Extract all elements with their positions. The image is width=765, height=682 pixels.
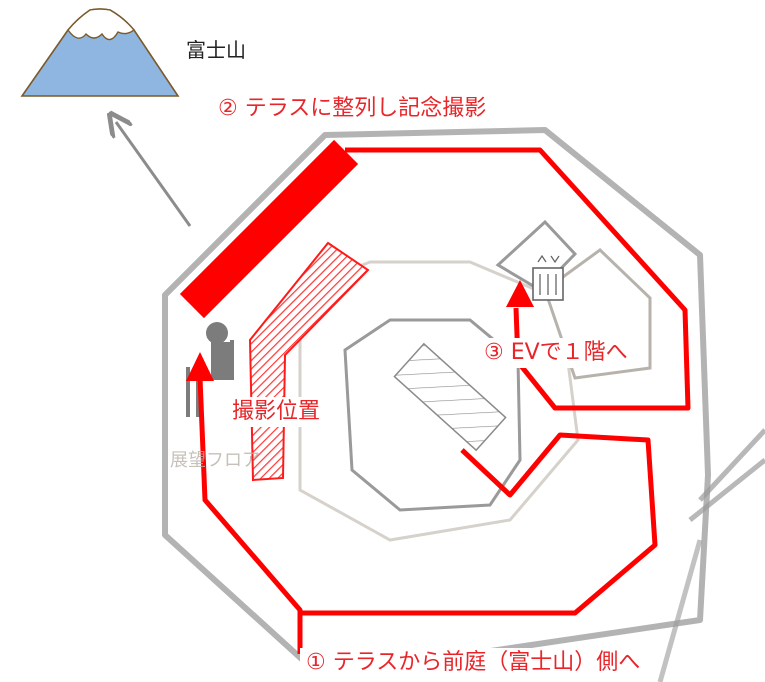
- stairs: [393, 342, 507, 452]
- outer-wall-bottom-right: [657, 539, 703, 682]
- photographer-icon: [186, 322, 234, 417]
- outer-wall: [162, 127, 711, 665]
- step-1-label: ① テラスから前庭（富士山）側へ: [300, 648, 647, 678]
- inner-ring: [298, 260, 580, 542]
- route-1-lower: [300, 432, 658, 616]
- outer-wall-ext: [688, 428, 765, 522]
- route-2-arrowhead: [506, 280, 534, 307]
- mt-fuji-icon: [20, 8, 180, 97]
- photo-spot-label: 撮影位置: [226, 397, 327, 427]
- route-1-to-terrace: [197, 377, 303, 654]
- terrace-lineup-area: [179, 139, 359, 319]
- direction-arrow-to-fuji: [116, 122, 192, 227]
- floor-name-faded: 展望フロア: [170, 450, 260, 471]
- route-1-arrowhead: [186, 352, 214, 381]
- elevator-icon: [532, 254, 564, 301]
- step-2-label: ② テラスに整列し記念撮影: [218, 96, 487, 121]
- step-3-label: ③ EVで１階へ: [478, 338, 634, 368]
- mt-fuji-label: 富士山: [186, 38, 246, 62]
